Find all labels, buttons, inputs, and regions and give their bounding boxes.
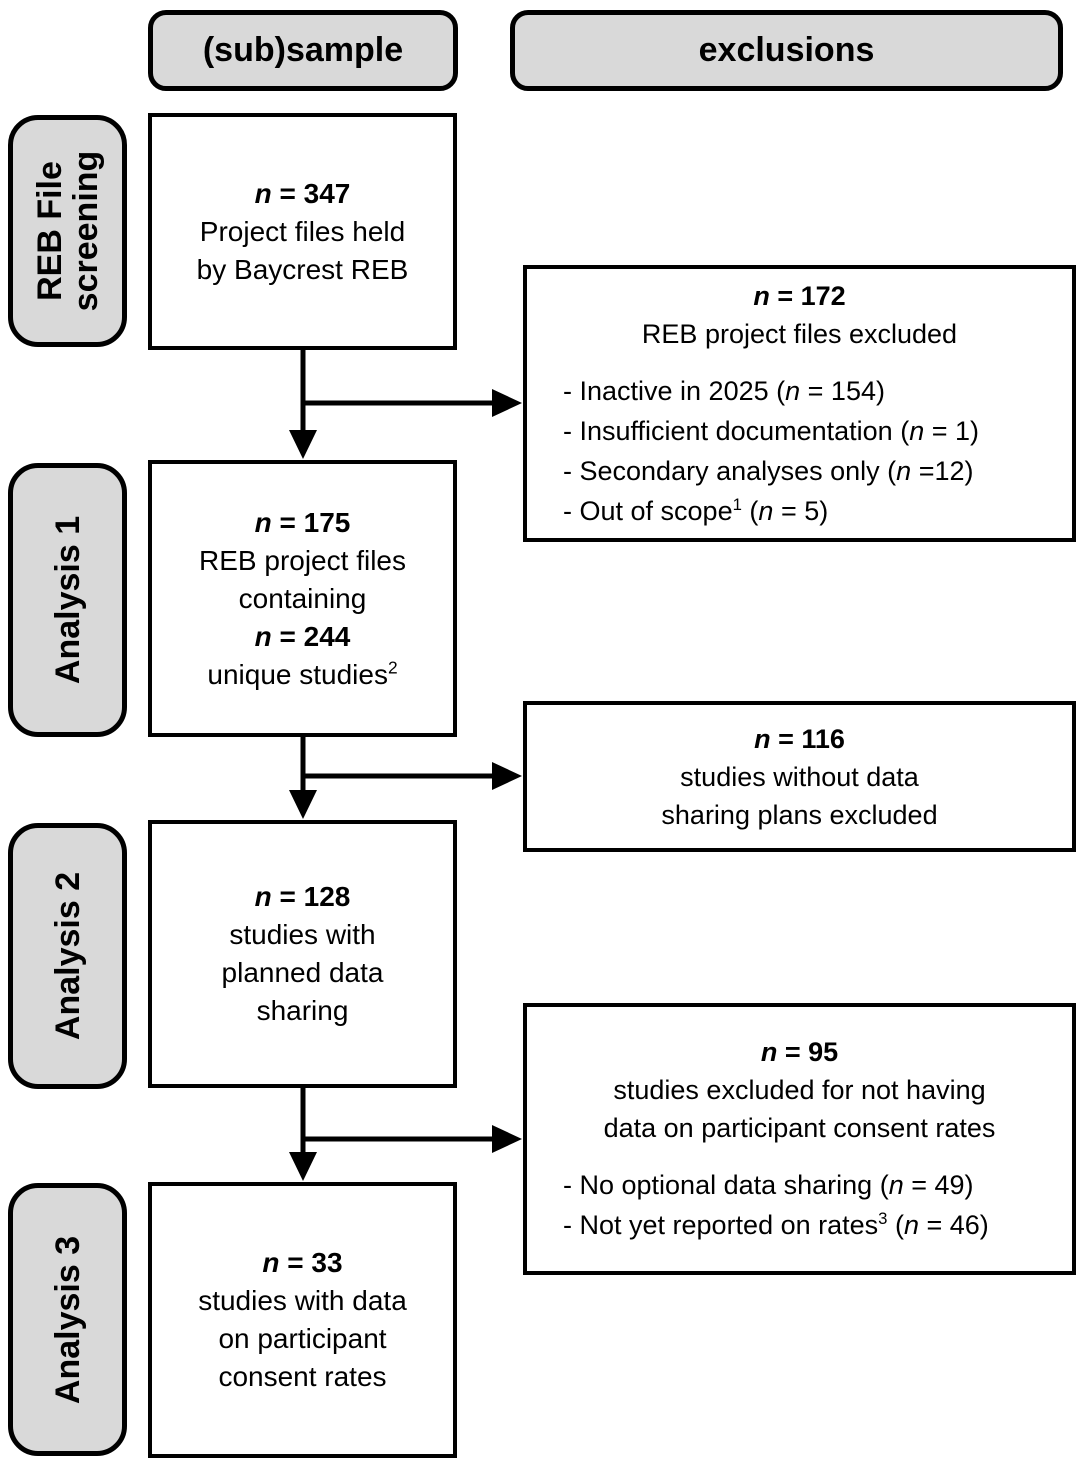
arrow-down-analysis1-to-analysis2 bbox=[289, 737, 317, 819]
flow-box-analysis-2: n = 128 studies with planned data sharin… bbox=[148, 820, 457, 1088]
exclusion-reason: - Insufficient documentation (n = 1) bbox=[563, 415, 980, 446]
n-count-line: n = 347 bbox=[254, 177, 351, 209]
arrow-right-icon bbox=[492, 389, 522, 417]
arrow-right-to-exclusions-2 bbox=[303, 762, 522, 790]
text-line: data on participant consent rates bbox=[603, 1113, 996, 1143]
row-label-analysis-3: Analysis 3 bbox=[8, 1183, 127, 1456]
flow-box-analysis-1: n = 175 REB project files containing n =… bbox=[148, 460, 457, 737]
flow-box-reb-file-screening: n = 347 Project files held by Baycrest R… bbox=[148, 113, 457, 350]
n-count-line: n = 172 bbox=[753, 280, 846, 311]
arrow-down-icon bbox=[289, 1152, 317, 1181]
exclusion-title: n = 172 REB project files excluded bbox=[527, 277, 1072, 353]
arrow-down-analysis2-to-analysis3 bbox=[289, 1088, 317, 1181]
text-line: sharing bbox=[256, 995, 349, 1026]
exclusion-title: n = 116 studies without data sharing pla… bbox=[527, 720, 1072, 834]
text-line: studies excluded for not having bbox=[613, 1075, 986, 1105]
column-header-subsample: (sub)sample bbox=[148, 10, 458, 91]
arrow-right-to-exclusions-3 bbox=[303, 1125, 522, 1153]
row-label-text: Analysis 1 bbox=[48, 515, 87, 685]
exclusion-reason: - Not yet reported on rates3 (n = 46) bbox=[563, 1209, 989, 1240]
text-line: consent rates bbox=[218, 1361, 387, 1392]
column-header-exclusions-label: exclusions bbox=[698, 31, 875, 69]
exclusion-reasons-list: - No optional data sharing (n = 49) - No… bbox=[527, 1165, 1072, 1245]
arrow-down-screening-to-analysis1 bbox=[289, 350, 317, 459]
exclusion-reasons-list: - Inactive in 2025 (n = 154) - Insuffici… bbox=[527, 371, 1072, 531]
n-count-line: n = 244 bbox=[254, 620, 351, 652]
exclusion-reason: - No optional data sharing (n = 49) bbox=[563, 1170, 974, 1200]
n-count-line: n = 95 bbox=[760, 1037, 839, 1067]
text-line: by Baycrest REB bbox=[196, 253, 409, 285]
exclusion-title: n = 95 studies excluded for not having d… bbox=[527, 1033, 1072, 1147]
row-label-reb-file-screening: REB File screening bbox=[8, 115, 127, 347]
text-line: planned data bbox=[221, 957, 384, 988]
text-line: sharing plans excluded bbox=[661, 799, 938, 830]
exclusion-box-reb-files: n = 172 REB project files excluded - Ina… bbox=[523, 265, 1076, 542]
flow-box-analysis-3: n = 33 studies with data on participant … bbox=[148, 1182, 457, 1458]
exclusion-reason: - Inactive in 2025 (n = 154) bbox=[563, 375, 885, 406]
text-line: REB project files bbox=[199, 544, 406, 576]
row-label-text: REB File screening bbox=[30, 150, 105, 312]
text-line: REB project files excluded bbox=[641, 318, 958, 349]
arrow-right-icon bbox=[492, 1125, 522, 1153]
exclusion-box-no-consent-rate-data: n = 95 studies excluded for not having d… bbox=[523, 1003, 1076, 1275]
exclusion-reason: - Secondary analyses only (n =12) bbox=[563, 455, 974, 486]
arrow-right-to-exclusions-1 bbox=[303, 389, 522, 417]
n-count-line: n = 33 bbox=[262, 1247, 343, 1278]
arrow-down-icon bbox=[289, 430, 317, 459]
column-header-exclusions: exclusions bbox=[510, 10, 1063, 91]
text-line: Project files held bbox=[199, 215, 406, 247]
exclusion-reason: - Out of scope1 (n = 5) bbox=[563, 494, 829, 526]
text-line: unique studies2 bbox=[207, 657, 398, 690]
arrow-down-icon bbox=[289, 790, 317, 819]
row-label-text: Analysis 2 bbox=[48, 871, 87, 1041]
row-label-text: Analysis 3 bbox=[48, 1235, 87, 1404]
text-line: studies with data bbox=[198, 1285, 407, 1316]
column-header-subsample-label: (sub)sample bbox=[202, 31, 404, 69]
text-line: on participant bbox=[218, 1323, 387, 1354]
text-line: studies with bbox=[229, 919, 376, 950]
exclusion-box-no-data-sharing-plans: n = 116 studies without data sharing pla… bbox=[523, 701, 1076, 852]
n-count-line: n = 175 bbox=[254, 506, 351, 538]
text-line: containing bbox=[238, 582, 367, 614]
text-line: studies without data bbox=[680, 761, 919, 792]
n-count-line: n = 128 bbox=[254, 881, 351, 912]
row-label-analysis-2: Analysis 2 bbox=[8, 823, 127, 1089]
n-count-line: n = 116 bbox=[754, 723, 845, 754]
arrow-right-icon bbox=[492, 762, 522, 790]
row-label-analysis-1: Analysis 1 bbox=[8, 463, 127, 737]
